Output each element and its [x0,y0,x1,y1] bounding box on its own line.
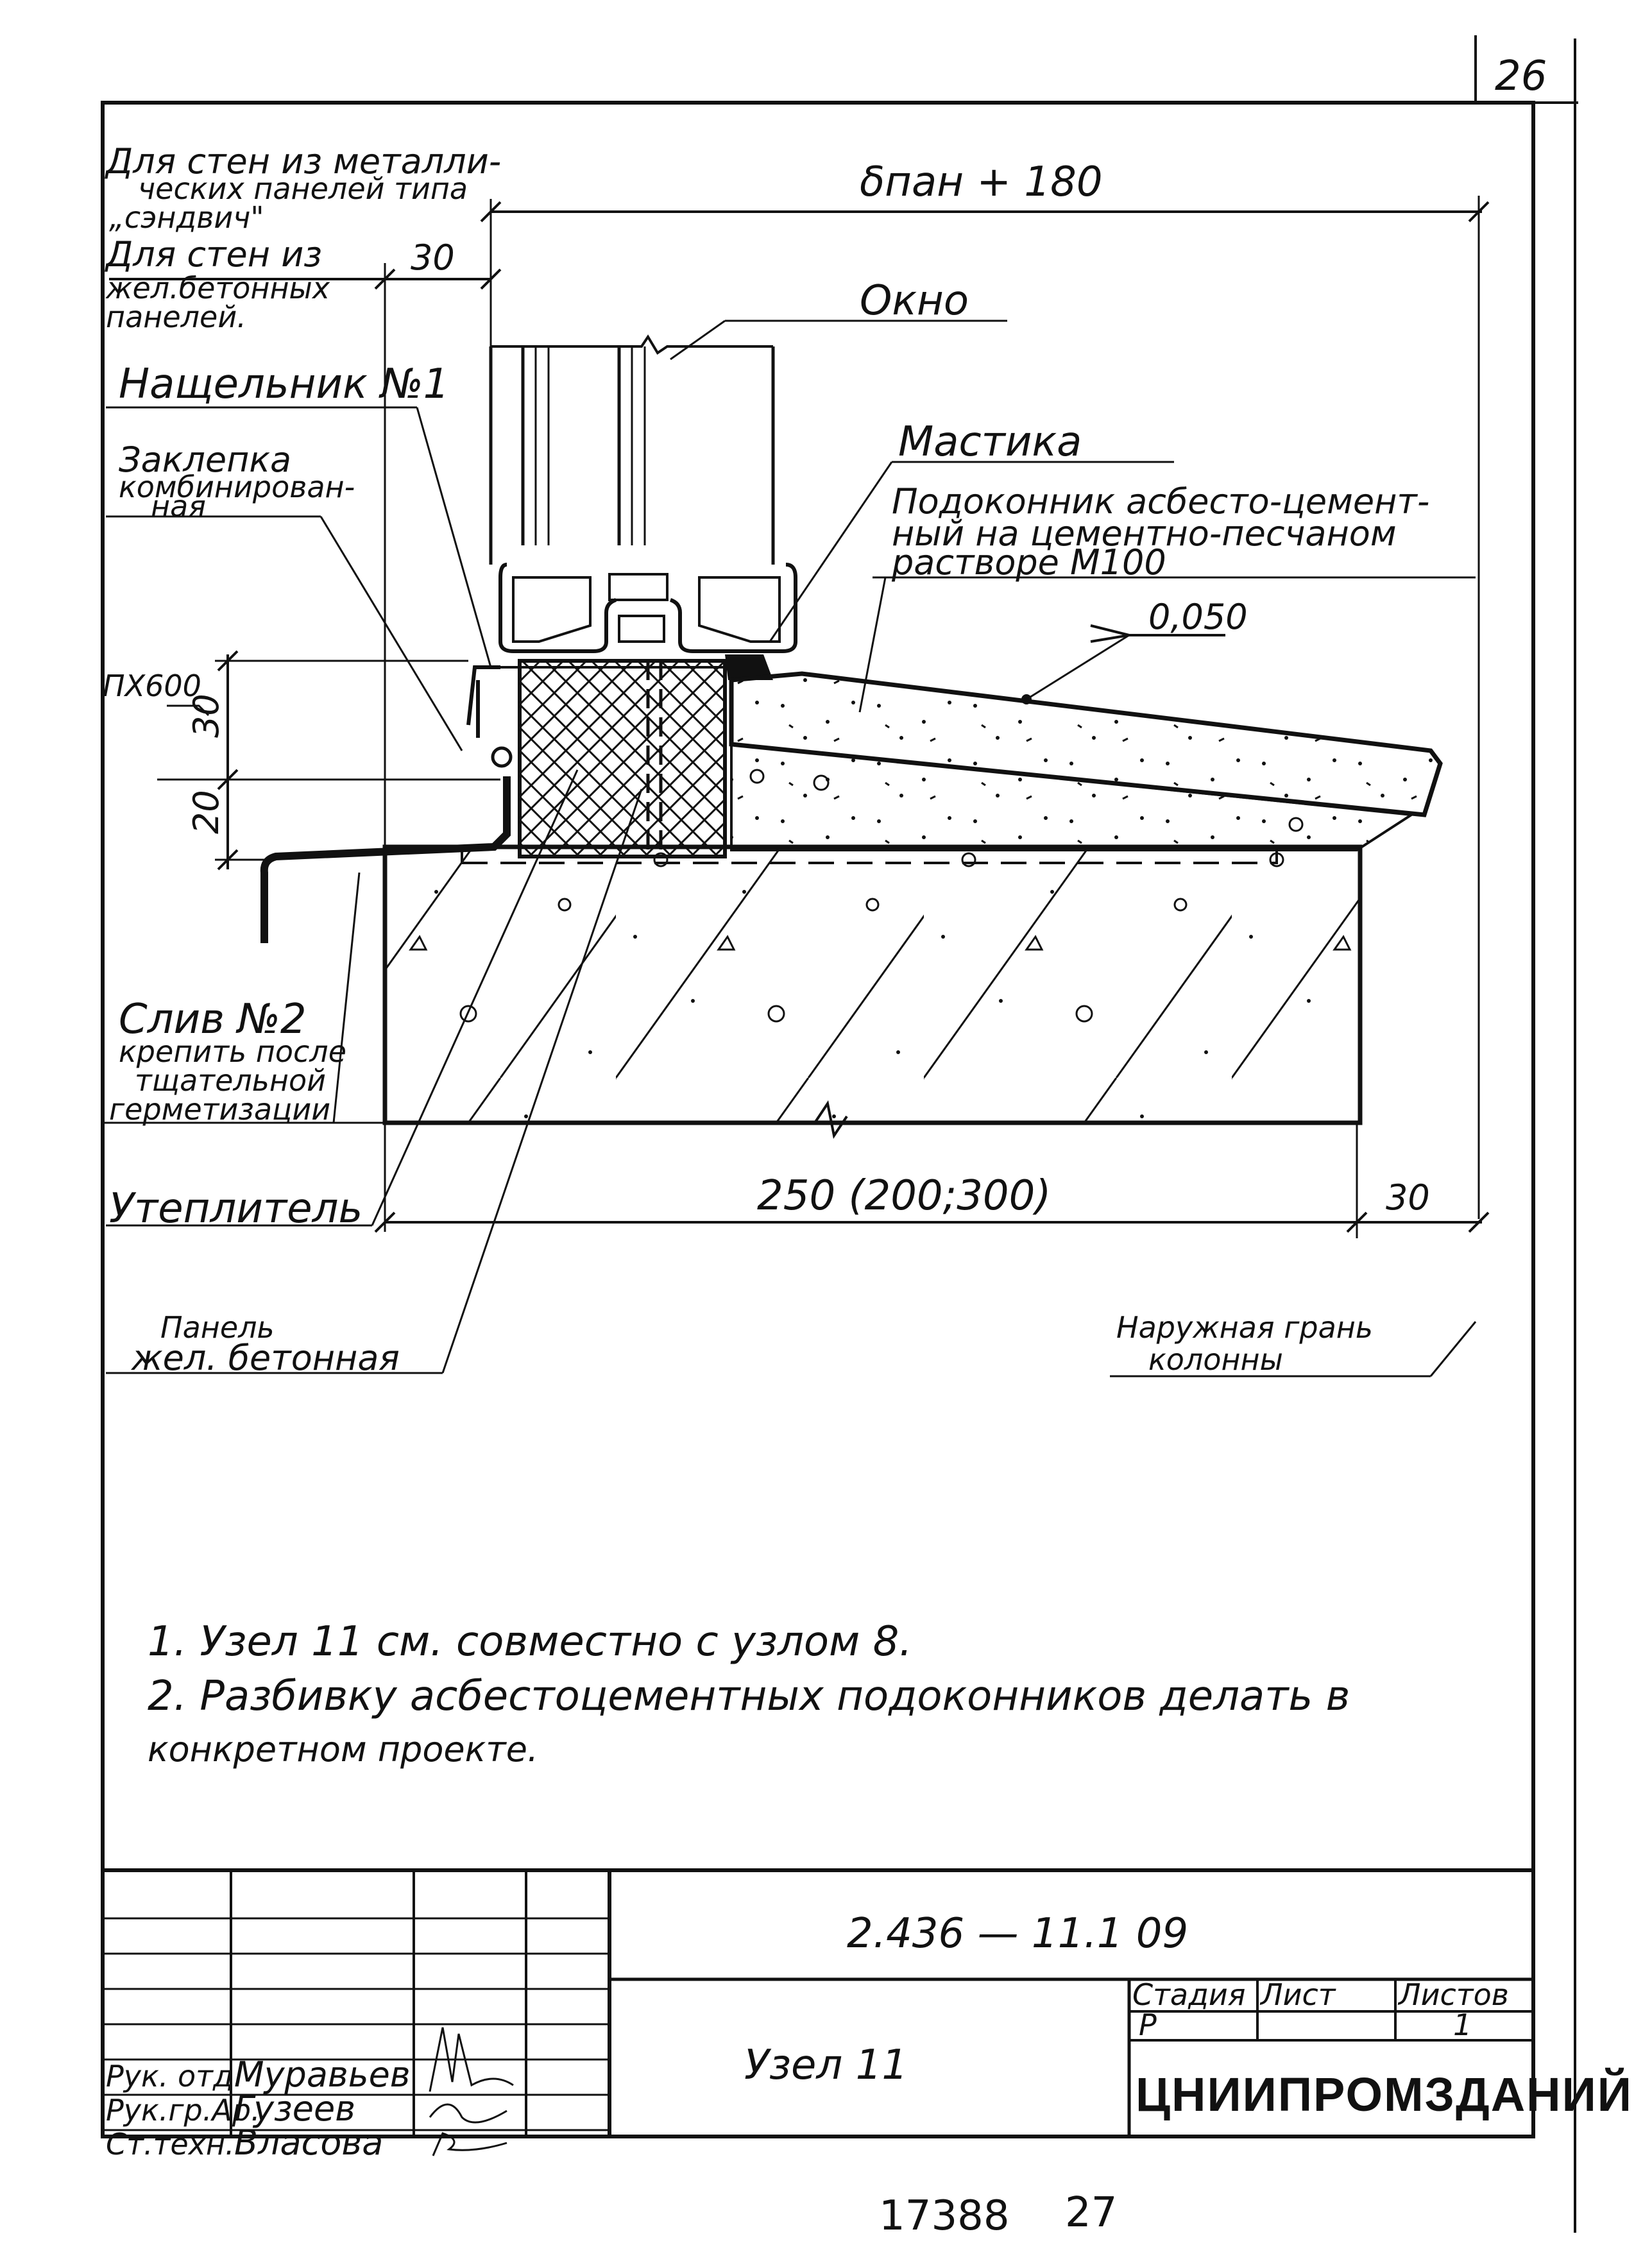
signature-2 [429,2103,507,2124]
concrete-note-line1: Для стен из [105,234,322,275]
window-frame [488,334,797,681]
note-2: 2. Разбивку асбестоцементных подоконнико… [148,1673,1350,1720]
note-3: конкретном проекте. [148,1729,538,1770]
page-number: 26 [1495,53,1547,100]
signature-1 [429,2027,514,2092]
role-1: Рук. отд. [106,2059,243,2094]
labels: Для стен из металли- ческих панелей типа… [105,141,1429,1378]
dimension-30-top: 30 [109,237,502,847]
doc-code: 2.436 — 11.1 09 [847,1910,1188,1957]
sandwich-note-line3: „сэндвич" [109,200,264,235]
bottom-stamp-page: 27 [1065,2189,1117,2237]
dim-20-vertical: 20 [186,790,226,834]
sheet-header: Лист [1259,1977,1336,2012]
concrete-panel [382,844,1363,1125]
rivet-label-line3: ная [151,489,206,524]
dimension-bottom: 250 (200;300) 30 [374,1123,1490,1238]
node-title: Узел 11 [744,2042,908,2089]
leader-lines [103,320,1477,1377]
dim-width: 250 (200;300) [757,1172,1051,1220]
bottom-stamp-number: 17388 [879,2192,1010,2240]
organization-name: ЦНИИПРОМЗДАНИЙ [1136,2067,1633,2121]
rivet-label-line1: Заклепка [119,439,291,480]
panel-label-line2: жел. бетонная [130,1338,400,1378]
concrete-note-line3: панелей. [106,300,246,334]
outer-face-label-line2: колонны [1148,1342,1283,1377]
mastic-label: Мастика [898,418,1082,466]
rivet-label-line2: комбинирован- [119,470,355,504]
dim-30-top: 30 [411,237,455,278]
outer-face-label-line1: Наружная грань [1116,1310,1373,1345]
sandwich-note-line1: Для стен из металли- [105,141,501,182]
panel-label-line1: Панель [160,1310,275,1345]
nashchelnik-strip [466,665,500,738]
rivet-head [491,746,513,768]
stage-header: Стадия [1132,1977,1245,2012]
window-label: Окно [860,277,969,325]
flashing-label-line4: герметизации [109,1092,330,1127]
sheets-value: 1 [1453,2008,1472,2042]
dimension-vertical: ПХ600 30 20 [103,650,500,871]
concrete-note-line2: жел.бетонных [105,271,330,305]
name-2: Гузеев [234,2088,355,2129]
insulation-block [518,659,727,858]
sill-label-line2: ный на цементно-песчаном [892,513,1397,554]
sandwich-note-line2: ческих панелей типа [138,171,468,206]
sheets-header: Листов [1397,1977,1509,2012]
page-number-box: 26 [1474,35,1578,104]
flashing-label-line2: крепить после [119,1034,346,1069]
dimension-top: δпан + 180 [480,158,1490,1219]
signature-3 [432,2132,507,2156]
dim-30-vertical: 30 [186,694,226,738]
flashing-label-line1: Слив №2 [119,996,307,1043]
note-1: 1. Узел 11 см. совместно с узлом 8. [148,1618,912,1666]
stage-value: Р [1139,2008,1157,2042]
sill-label-line3: растворе М100 [891,542,1166,583]
mastic-seal [725,654,773,680]
level-value: 0,050 [1148,597,1248,637]
role-2: Рук.гр.Ар. [106,2093,260,2128]
level-marker: 0,050 [1021,597,1248,704]
role-3: Ст.техн. [106,2127,235,2162]
general-notes: 1. Узел 11 см. совместно с узлом 8. 2. Р… [148,1618,1350,1770]
rivet-spec: ПХ600 [103,669,201,703]
sill-label-line1: Подоконник асбесто-цемент- [892,481,1429,522]
title-block: 2.436 — 11.1 09 Узел 11 Стадия Лист Лист… [103,1868,1633,2163]
dim-top-label: δпан + 180 [860,158,1103,206]
sheet-frame [101,101,1535,2138]
nashchelnik-label: Нащельник №1 [119,361,449,408]
name-3: Власова [234,2122,383,2163]
flashing-label-line3: тщательной [135,1063,326,1098]
name-1: Муравьев [234,2054,411,2095]
insulation-label: Утеплитель [109,1185,362,1232]
dim-30-bottom: 30 [1386,1177,1430,1218]
